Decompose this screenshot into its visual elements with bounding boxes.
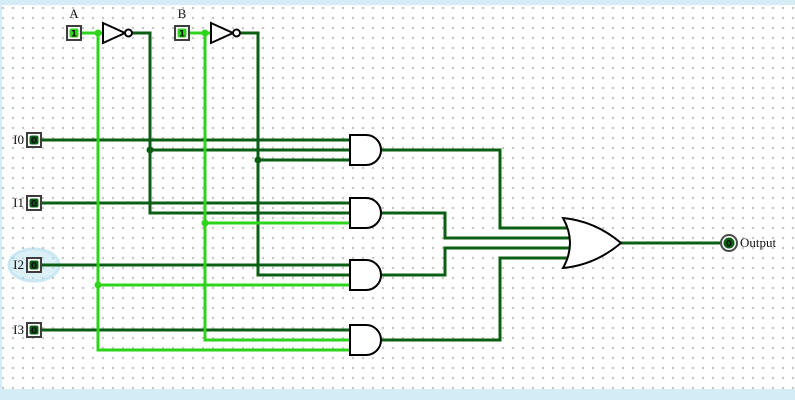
pin-i3-value: 0 xyxy=(31,327,37,337)
output-pin[interactable]: 0 xyxy=(720,234,738,252)
pin-i1-label: I1 xyxy=(13,195,24,210)
pin-b-value-box xyxy=(177,28,187,38)
not-gate-a-bubble xyxy=(124,28,133,38)
pin-a-label: A xyxy=(69,6,79,21)
pin-i3-value-box xyxy=(29,325,39,335)
output-pin-value-dot xyxy=(723,237,735,249)
junction-b-top xyxy=(201,29,209,37)
pin-i2-value-box xyxy=(29,260,39,270)
input-pin-i2[interactable]: 0 xyxy=(26,257,42,273)
and-gate-4[interactable] xyxy=(349,324,382,356)
circuit-canvas-grid[interactable] xyxy=(2,5,795,389)
and-gate-1[interactable] xyxy=(349,134,382,166)
wire-and4-to-or[interactable] xyxy=(381,256,573,342)
junction-dots-high xyxy=(94,29,209,289)
junction-a-and3 xyxy=(94,281,102,289)
wires-low xyxy=(41,31,721,342)
pin-a-value-box xyxy=(69,28,79,38)
not-gate-a[interactable] xyxy=(102,21,128,45)
pin-i2-label: I2 xyxy=(13,257,24,272)
junction-notb-and1 xyxy=(254,156,262,164)
wire-a-trunk[interactable] xyxy=(96,33,350,352)
wire-b-trunk[interactable] xyxy=(203,33,350,342)
canvas-edge-top xyxy=(0,0,795,5)
pin-i0-value: 0 xyxy=(31,137,37,147)
input-pin-b[interactable]: 1 xyxy=(174,25,190,41)
wire-and1-to-or[interactable] xyxy=(381,148,573,230)
pin-b-value: 1 xyxy=(179,30,185,40)
output-label: Output xyxy=(740,235,777,250)
input-pin-i1[interactable]: 0 xyxy=(26,195,42,211)
junction-b-and2 xyxy=(201,219,209,227)
and-gate-3[interactable] xyxy=(349,259,382,291)
junction-nota-and1 xyxy=(146,146,154,154)
wire-not-b-out[interactable] xyxy=(239,31,350,277)
input-pin-i0[interactable]: 0 xyxy=(26,132,42,148)
wire-and2-to-or[interactable] xyxy=(381,211,573,240)
and-gate-2[interactable] xyxy=(349,197,382,229)
output-pin-value: 0 xyxy=(726,240,732,250)
pin-a-value: 1 xyxy=(71,30,77,40)
junction-dots-low xyxy=(146,146,262,164)
junction-a-top xyxy=(94,29,102,37)
wire-not-a-out[interactable] xyxy=(131,31,350,215)
canvas-edge-left xyxy=(0,0,2,400)
pin-i1-value: 0 xyxy=(31,200,37,210)
input-pin-a[interactable]: 1 xyxy=(66,25,82,41)
wire-and3-to-or[interactable] xyxy=(381,246,573,277)
pin-i0-value-box xyxy=(29,135,39,145)
pin-i0-label: I0 xyxy=(13,132,24,147)
input-pin-i3[interactable]: 0 xyxy=(26,322,42,338)
pin-i3-label: I3 xyxy=(13,322,24,337)
not-gate-b[interactable] xyxy=(210,21,236,45)
gates xyxy=(102,21,623,356)
canvas-edge-bottom xyxy=(0,389,795,400)
or-gate[interactable] xyxy=(561,216,623,270)
pin-i1-value-box xyxy=(29,198,39,208)
pin-b-label: B xyxy=(178,6,187,21)
not-gate-b-bubble xyxy=(232,28,241,38)
pin-i2-value: 0 xyxy=(31,262,37,272)
wires-high xyxy=(81,31,350,352)
